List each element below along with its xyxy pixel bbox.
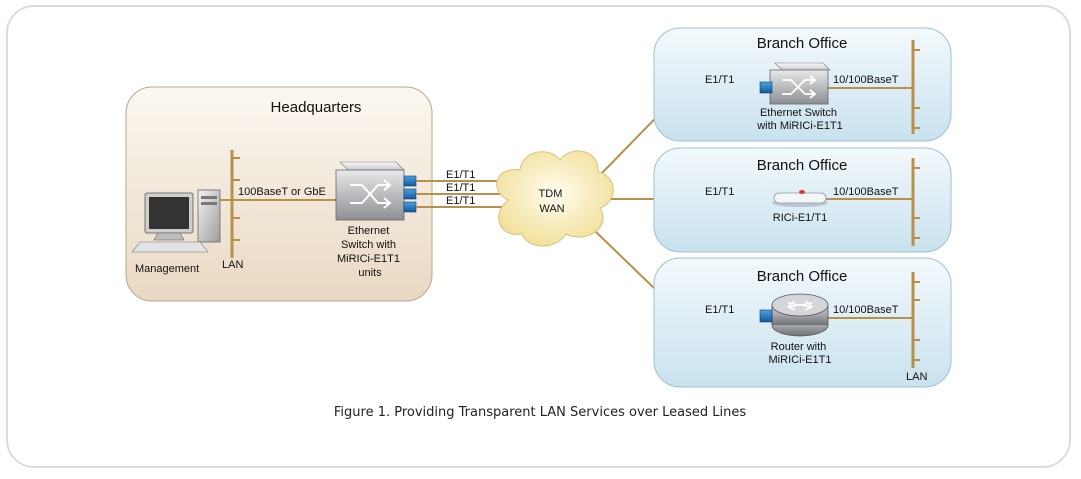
branch-1-title: Branch Office bbox=[757, 35, 848, 52]
branch-2-lan-speed: 10/100BaseT bbox=[833, 186, 899, 198]
branch-3-lan-speed: 10/100BaseT bbox=[833, 304, 899, 316]
branch-3-device-label: Router with MiRICi-E1T1 bbox=[769, 341, 832, 366]
hq-switch-label: Ethernet Switch with MiRICi-E1T1 units bbox=[337, 225, 403, 279]
branch-1-lan-speed: 10/100BaseT bbox=[833, 74, 899, 86]
hq-uplinks: E1/T1 E1/T1 E1/T1 bbox=[416, 169, 508, 208]
branch-2-rici-icon bbox=[772, 190, 828, 207]
branch-3-wan-label: E1/T1 bbox=[705, 304, 734, 316]
hq-switch-icon bbox=[335, 161, 417, 221]
branch-1-device-label: Ethernet Switch with MiRICi-E1T1 bbox=[756, 107, 843, 132]
management-label: Management bbox=[135, 263, 199, 275]
branch-office-3: Branch Office E1/T1 10/100BaseT LAN Rout… bbox=[653, 257, 952, 388]
branch-1-switch-icon bbox=[759, 62, 831, 105]
headquarters-title: Headquarters bbox=[271, 99, 362, 116]
branch-3-router-icon bbox=[759, 293, 829, 337]
hq-lan-label: LAN bbox=[222, 259, 243, 271]
tdm-wan-cloud: TDM WAN bbox=[496, 150, 614, 247]
wan-label: TDM WAN bbox=[539, 188, 566, 215]
branch-1-wan-label: E1/T1 bbox=[705, 74, 734, 86]
hq-uplink-label-2: E1/T1 bbox=[446, 182, 475, 194]
branch-3-title: Branch Office bbox=[757, 268, 848, 285]
hq-uplink-label-3: E1/T1 bbox=[446, 195, 475, 207]
headquarters-group: Headquarters LAN 100BaseT or GbE Managem… bbox=[125, 86, 433, 302]
management-computer-icon bbox=[131, 189, 221, 253]
branch-3-lan-label: LAN bbox=[906, 371, 927, 383]
figure-caption: Figure 1. Providing Transparent LAN Serv… bbox=[334, 405, 746, 420]
branch-office-1: Branch Office E1/T1 10/100BaseT Ethernet… bbox=[653, 27, 952, 142]
branch-2-title: Branch Office bbox=[757, 157, 848, 174]
hq-uplink-label-1: E1/T1 bbox=[446, 169, 475, 181]
branch-2-wan-label: E1/T1 bbox=[705, 186, 734, 198]
branch-office-2: Branch Office E1/T1 10/100BaseT RICi-E1/… bbox=[653, 147, 952, 253]
hq-link-label: 100BaseT or GbE bbox=[238, 186, 326, 198]
branch-2-device-label: RICi-E1/T1 bbox=[773, 212, 827, 224]
